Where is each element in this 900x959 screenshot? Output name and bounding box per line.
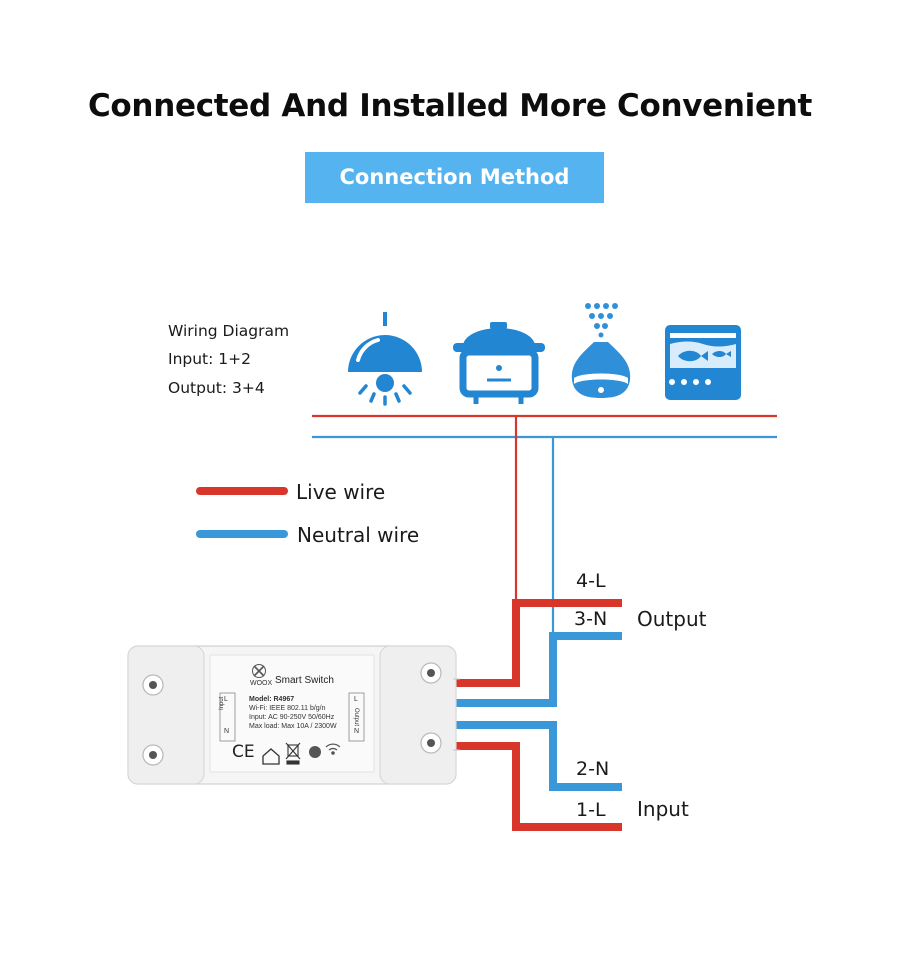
output-live-wire [455, 599, 622, 687]
terminal-3-n: 3-N [574, 608, 608, 630]
device-load: Max load: Max 10A / 2300W [249, 723, 337, 730]
device-right-n: N [354, 728, 360, 735]
weee-bin-icon [285, 742, 301, 765]
input-live-wire [455, 742, 622, 831]
device-name: Smart Switch [275, 675, 334, 686]
terminal-1-l: 1-L [576, 799, 606, 821]
wifi-icon [325, 743, 341, 755]
input-group-label: Input [637, 797, 689, 821]
output-group-label: Output [637, 607, 707, 631]
device-input: Input: AC 90-250V 50/60Hz [249, 714, 335, 721]
device-right-l: L [354, 696, 358, 703]
smart-switch-device [127, 645, 460, 785]
input-terminals-label: Input: 1+2 [168, 350, 251, 368]
terminal-2-n: 2-N [576, 758, 610, 780]
aquarium-icon [665, 325, 741, 400]
connection-method-badge: Connection Method [305, 152, 604, 203]
input-neutral-wire [455, 721, 622, 791]
device-model: Model: R4967 [249, 696, 295, 703]
live-wire-label: Live wire [296, 480, 386, 504]
button-dot [309, 746, 321, 758]
device-brand: WOOX [250, 680, 273, 687]
lamp-icon [348, 312, 422, 406]
brand-logo-icon [252, 664, 266, 678]
device-left-word: Input [219, 696, 225, 710]
wiring-diagram-label: Wiring Diagram [168, 322, 290, 340]
ce-mark: CE [232, 742, 255, 762]
output-neutral-wire [455, 632, 622, 707]
house-icon [262, 748, 280, 765]
humidifier-icon [571, 303, 631, 398]
device-wifi: Wi-Fi: IEEE 802.11 b/g/n [249, 705, 326, 712]
output-terminals-label: Output: 3+4 [168, 379, 265, 397]
neutral-wire-label: Neutral wire [297, 523, 420, 547]
rice-cooker-icon [453, 322, 545, 404]
device-left-n: N [224, 728, 230, 735]
terminal-4-l: 4-L [576, 570, 606, 592]
page-title: Connected And Installed More Convenient [87, 88, 813, 124]
device-left-l: L [224, 696, 228, 703]
